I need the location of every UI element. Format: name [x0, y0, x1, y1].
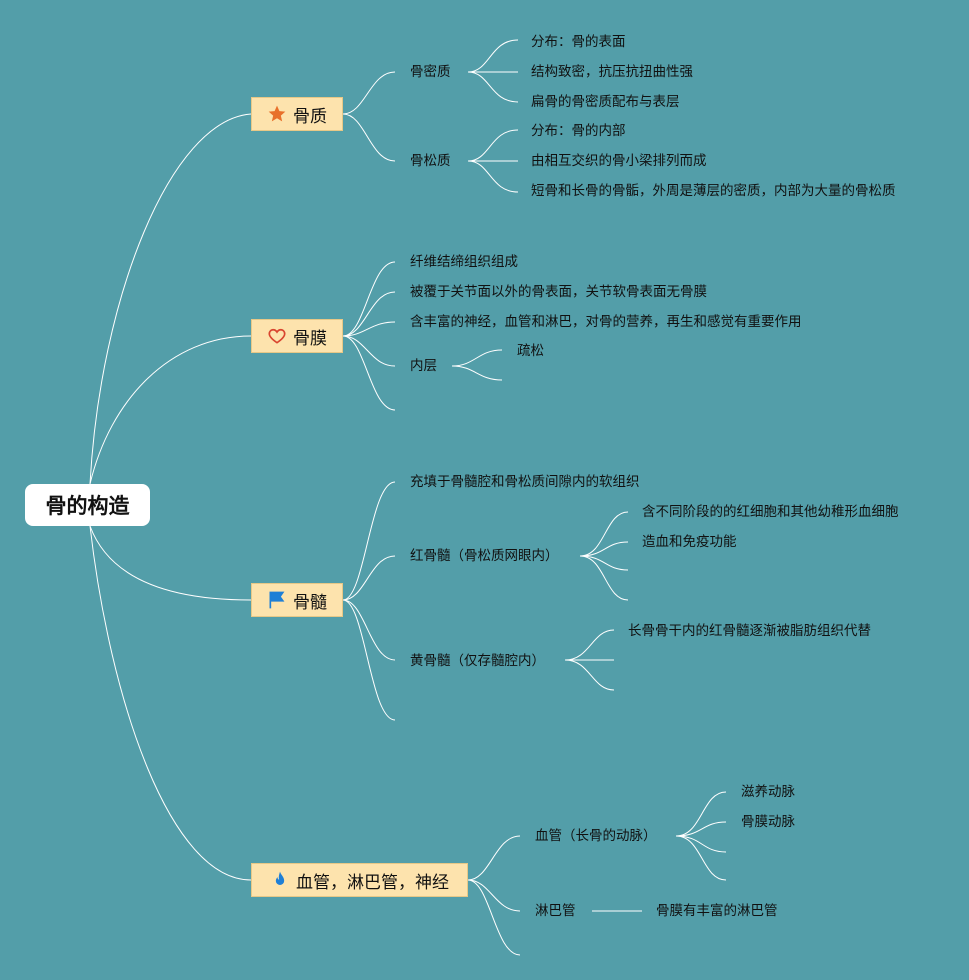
fire-icon — [275, 871, 285, 885]
node-gz-mi-item[interactable]: 分布：骨的表面 — [531, 34, 626, 50]
node-gz-mi-item[interactable]: 扁骨的骨密质配布与表层 — [531, 94, 680, 110]
branch-gz[interactable]: 骨质 — [251, 97, 343, 131]
flag-icon — [269, 591, 285, 609]
branch-gm[interactable]: 骨膜 — [251, 319, 343, 353]
node-gs-red-item[interactable]: 造血和免疫功能 — [642, 534, 737, 550]
node-gm-inner[interactable]: 内层 — [410, 358, 437, 374]
branch-gs[interactable]: 骨髓 — [251, 583, 343, 617]
node-gz-song-item[interactable]: 分布：骨的内部 — [531, 123, 626, 139]
node-gs-red-item[interactable]: 含不同阶段的的红细胞和其他幼稚形血细胞 — [642, 504, 899, 520]
node-xg-vessel-item[interactable]: 骨膜动脉 — [741, 814, 795, 830]
heart-icon — [268, 328, 286, 344]
root-node[interactable]: 骨的构造 — [25, 484, 150, 526]
branch-gs-label: 骨髓 — [293, 592, 327, 613]
node-gs-yellow[interactable]: 黄骨髓（仅存髓腔内） — [410, 653, 545, 669]
node-xg-vessel[interactable]: 血管（长骨的动脉） — [535, 828, 657, 844]
node-gm-item[interactable]: 含丰富的神经，血管和淋巴，对骨的营养，再生和感觉有重要作用 — [410, 314, 802, 330]
node-xg-lymph[interactable]: 淋巴管 — [535, 903, 576, 919]
node-gz-song[interactable]: 骨松质 — [410, 153, 451, 169]
branch-gz-label: 骨质 — [293, 106, 327, 127]
node-gz-mi[interactable]: 骨密质 — [410, 64, 451, 80]
node-gs-red[interactable]: 红骨髓（骨松质网眼内） — [410, 548, 559, 564]
node-gs-yellow-item[interactable]: 长骨骨干内的红骨髓逐渐被脂肪组织代替 — [628, 623, 871, 639]
node-gm-item[interactable]: 被覆于关节面以外的骨表面，关节软骨表面无骨膜 — [410, 284, 707, 300]
node-gm-item[interactable]: 纤维结缔组织组成 — [410, 254, 518, 270]
node-gz-song-item[interactable]: 短骨和长骨的骨骺，外周是薄层的密质，内部为大量的骨松质 — [531, 183, 896, 199]
node-gz-song-item[interactable]: 由相互交织的骨小梁排列而成 — [531, 153, 707, 169]
branch-xg[interactable]: 血管，淋巴管，神经 — [251, 863, 468, 897]
branch-xg-label: 血管，淋巴管，神经 — [296, 872, 449, 893]
node-gm-inner-item[interactable]: 疏松 — [517, 343, 544, 359]
node-xg-vessel-item[interactable]: 滋养动脉 — [741, 784, 795, 800]
branch-gm-label: 骨膜 — [293, 328, 327, 349]
node-gz-mi-item[interactable]: 结构致密，抗压抗扭曲性强 — [531, 64, 693, 80]
node-xg-lymph-item[interactable]: 骨膜有丰富的淋巴管 — [656, 903, 778, 919]
node-gs-fill[interactable]: 充填于骨髓腔和骨松质间隙内的软组织 — [410, 474, 640, 490]
star-icon — [268, 105, 286, 122]
